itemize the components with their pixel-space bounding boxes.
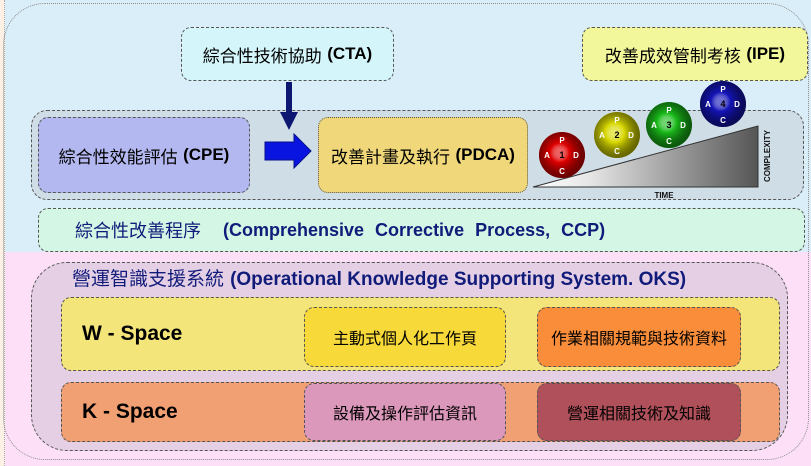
w-space-item-text: 作業相關規範與技術資料 [550,329,727,348]
cycle-letter-act: A [705,100,711,109]
k-space-item-text: 設備及操作評估資訊 [332,404,477,423]
oks-zh: 營運智識支援系統 [72,268,225,290]
cycle-letter-do: D [680,121,686,130]
cycle-ball-shading [539,132,585,178]
cycle-letter-check: C [720,116,726,125]
cycle-ball-shading [594,112,640,158]
ipe-en: (IPE) [746,44,786,63]
ccp-zh: 綜合性改善程序 [75,221,201,242]
cycle-number: 3 [666,120,671,130]
arrow-right-icon [264,133,312,169]
k-space-item: 設備及操作評估資訊 [304,383,506,441]
complexity-axis-label: COMPLEXITY [763,129,772,182]
pdca-plan-en: (PDCA) [455,145,515,164]
w-space-item: 作業相關規範與技術資料 [537,307,741,367]
outer-frame [3,3,809,460]
pdca-plan-box: 改善計畫及執行 (PDCA) [318,117,528,193]
ipe-box: 改善成效管制考核 (IPE) [582,27,808,81]
pdca-plan-zh: 改善計畫及執行 [331,147,451,168]
cycle-letter-plan: P [720,85,726,94]
k-space-label: K - Space [82,400,178,423]
cycle-letter-check: C [666,137,672,146]
cta-box: 綜合性技術協助 (CTA) [181,27,394,81]
oks-title: 營運智識支援系統 (Operational Knowledge Supporti… [72,264,686,291]
k-space-item-text: 營運相關技術及知識 [566,404,711,423]
cycle-letter-act: A [651,121,657,130]
cycle-letter-act: A [544,151,550,160]
cycle-letter-plan: P [666,106,672,115]
cycle-letter-check: C [559,167,565,176]
w-space-item: 主動式個人化工作頁 [304,307,506,367]
cpe-en: (CPE) [183,145,230,164]
ipe-zh: 改善成效管制考核 [604,46,741,67]
cycle-number: 1 [559,150,564,160]
cta-zh: 綜合性技術協助 [202,46,322,67]
k-space-item: 營運相關技術及知識 [537,383,741,441]
cpe-box: 綜合性效能評估 (CPE) [38,117,250,193]
arrow-down-icon [280,82,298,130]
time-axis-label: TIME [654,191,674,200]
w-space-item-text: 主動式個人化工作頁 [332,329,477,348]
cycle-number: 4 [720,99,725,109]
cycle-letter-act: A [599,131,605,140]
ccp-en: (Comprehensive Corrective Process, CCP) [223,219,606,240]
cycle-letter-do: D [734,100,740,109]
complexity-ramp [532,125,759,188]
cycle-letter-plan: P [559,136,565,145]
cycle-ball-shading [646,102,692,148]
cycle-letter-plan: P [614,116,620,125]
oks-en: (Operational Knowledge Supporting System… [230,269,687,290]
cycle-ball-shading [700,81,746,127]
ccp-box: 綜合性改善程序 (Comprehensive Corrective Process… [38,208,805,252]
cycle-letter-do: D [573,151,579,160]
cta-en: (CTA) [327,44,373,63]
left-edge-strip [0,0,5,466]
cpe-zh: 綜合性效能評估 [58,147,178,168]
cycle-number: 2 [614,130,619,140]
w-space-label: W - Space [82,322,183,345]
cycle-letter-check: C [614,147,620,156]
cycle-letter-do: D [628,131,634,140]
